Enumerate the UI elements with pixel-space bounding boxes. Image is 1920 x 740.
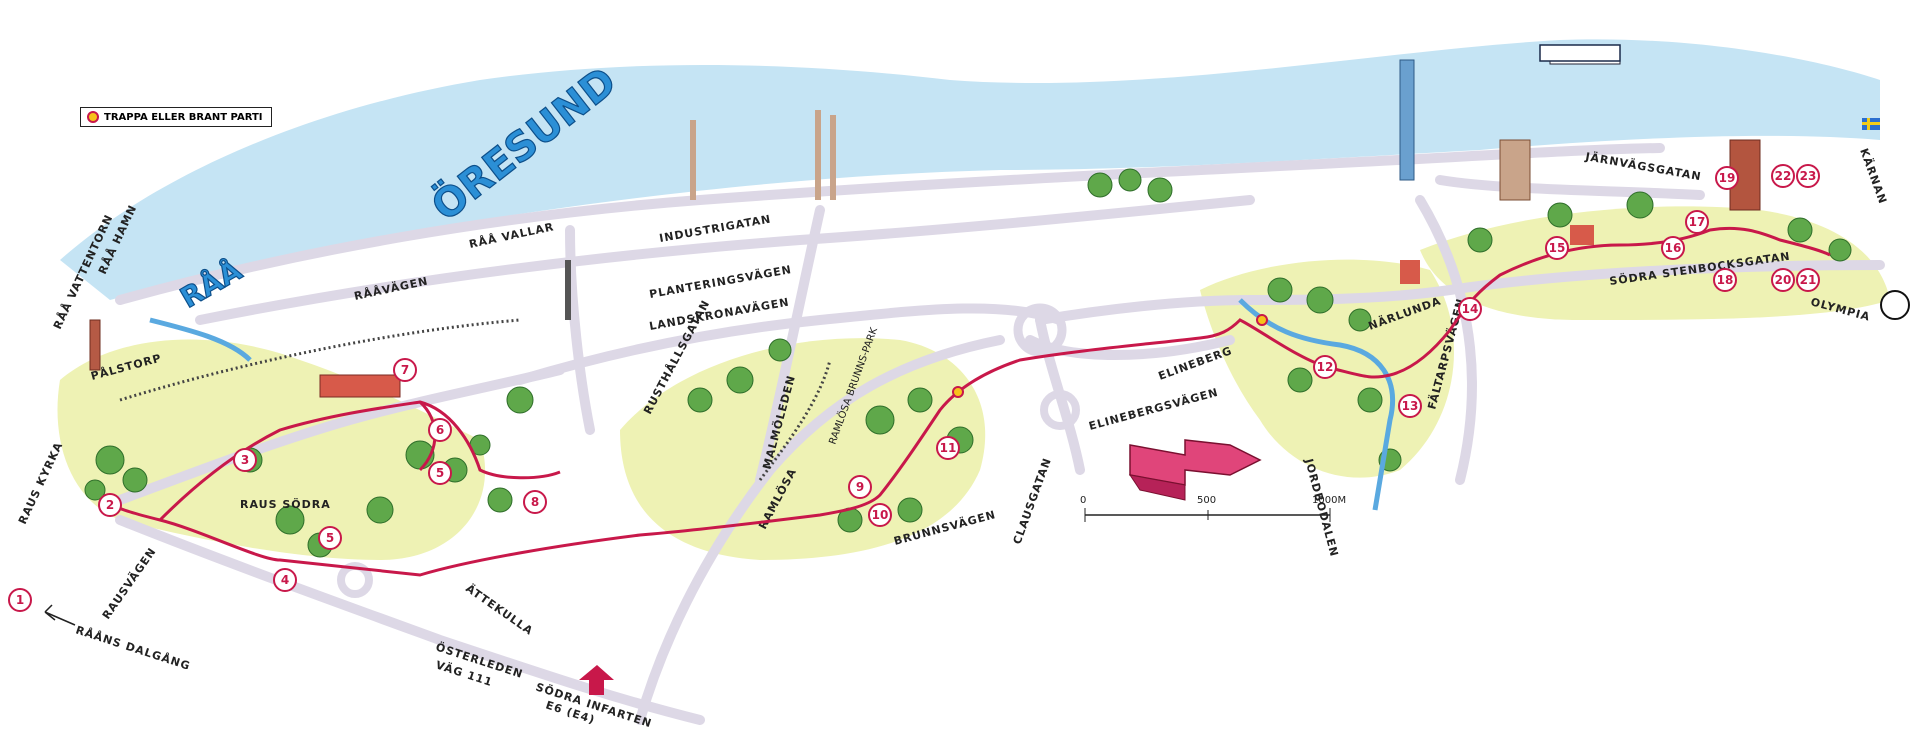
scale-bar: 0 500 1000M <box>1080 495 1346 522</box>
stop-marker: 15 <box>1545 236 1569 260</box>
stair-legend-icon <box>87 111 99 123</box>
entry-arrow-icon <box>579 665 614 695</box>
legend-box: TRAPPA ELLER BRANT PARTI <box>80 107 272 127</box>
svg-text:14: 14 <box>1462 302 1479 316</box>
stream-jordbodalen <box>1238 298 1396 511</box>
street-rausvagen: RAUSVÄGEN <box>99 544 159 621</box>
stop-marker: 11 <box>936 436 960 460</box>
scale-mid: 500 <box>1197 495 1216 506</box>
stop-marker: 2 <box>98 493 122 517</box>
route-stops: 1 2 3 4 5 5 6 7 8 9 10 11 12 13 14 15 16… <box>8 164 1820 612</box>
svg-text:23: 23 <box>1800 169 1817 183</box>
stop-marker: 7 <box>393 358 417 382</box>
scale-end: 1000M <box>1312 495 1346 506</box>
street-karnan: KÄRNAN <box>1857 146 1890 206</box>
svg-text:20: 20 <box>1775 273 1792 287</box>
street-raans-dalgang: RÅÅNS DALGÅNG <box>74 623 192 672</box>
stop-marker: 16 <box>1661 236 1685 260</box>
stop-marker: 9 <box>848 475 872 499</box>
stop-marker: 5 <box>318 526 342 550</box>
svg-text:5: 5 <box>436 466 444 480</box>
stop-marker: 4 <box>273 568 297 592</box>
ferry-icon <box>1539 44 1621 62</box>
football-icon <box>1880 290 1910 320</box>
svg-text:7: 7 <box>401 363 409 377</box>
stop-marker: 21 <box>1796 268 1820 292</box>
street-raavagen: RÅÅVÄGEN <box>353 274 430 303</box>
road-network <box>115 143 1885 725</box>
north-arrow-icon <box>1128 439 1262 501</box>
svg-text:18: 18 <box>1717 273 1734 287</box>
stop-marker: 17 <box>1685 210 1709 234</box>
street-jarnvagsgatan: JÄRNVÄGSGATAN <box>1583 149 1702 183</box>
park-zone-ramlosa <box>620 338 986 560</box>
svg-text:4: 4 <box>281 573 289 587</box>
svg-text:5: 5 <box>326 531 334 545</box>
stop-marker: 14 <box>1458 297 1482 321</box>
roundabout-landskrona <box>1013 303 1067 357</box>
street-clausgatan: CLAUSGATAN <box>1011 456 1054 546</box>
svg-text:11: 11 <box>940 441 957 455</box>
stop-marker: 5 <box>428 461 452 485</box>
svg-text:6: 6 <box>436 423 444 437</box>
street-raus-kyrka: RAUS KYRKA <box>16 440 66 526</box>
stop-marker: 20 <box>1771 268 1795 292</box>
stop-marker: 13 <box>1398 394 1422 418</box>
street-planteringsvagen: PLANTERINGSVÄGEN <box>648 262 793 301</box>
svg-text:16: 16 <box>1665 241 1682 255</box>
railway <box>119 318 832 481</box>
stop-marker: 6 <box>428 418 452 442</box>
stop-marker: 19 <box>1715 166 1739 190</box>
svg-text:21: 21 <box>1800 273 1817 287</box>
stop-marker: 1 <box>8 588 32 612</box>
walking-route <box>99 226 1831 577</box>
stop-marker: 18 <box>1713 268 1737 292</box>
direction-arrow-icon <box>44 604 76 626</box>
scale-zero: 0 <box>1080 495 1086 506</box>
svg-text:12: 12 <box>1317 360 1334 374</box>
svg-text:10: 10 <box>872 508 889 522</box>
svg-text:3: 3 <box>241 453 249 467</box>
street-attekulla: ÄTTEKULLA <box>463 581 536 638</box>
svg-text:9: 9 <box>856 480 864 494</box>
park-zone-city <box>1420 206 1890 320</box>
svg-text:15: 15 <box>1549 241 1566 255</box>
stop-marker: 10 <box>868 503 892 527</box>
stop-marker: 12 <box>1313 355 1337 379</box>
stop-marker: 23 <box>1796 164 1820 188</box>
svg-text:1: 1 <box>16 593 24 607</box>
roundabout-raus <box>337 562 373 598</box>
street-raus-sodra: RAUS SÖDRA <box>240 497 331 511</box>
svg-text:2: 2 <box>106 498 114 512</box>
svg-text:19: 19 <box>1719 171 1736 185</box>
street-elinebergsvagen: ELINEBERGSVÄGEN <box>1087 385 1220 433</box>
stop-marker: 8 <box>523 490 547 514</box>
stream-raa <box>149 317 252 362</box>
stop-marker: 22 <box>1771 164 1795 188</box>
svg-text:17: 17 <box>1689 215 1706 229</box>
svg-text:13: 13 <box>1402 399 1419 413</box>
roundabout-elineberg <box>1040 390 1080 430</box>
sea-area <box>60 39 1880 300</box>
svg-text:8: 8 <box>531 495 539 509</box>
legend-label: TRAPPA ELLER BRANT PARTI <box>104 111 263 123</box>
svg-text:22: 22 <box>1775 169 1792 183</box>
stop-marker: 3 <box>233 448 257 472</box>
